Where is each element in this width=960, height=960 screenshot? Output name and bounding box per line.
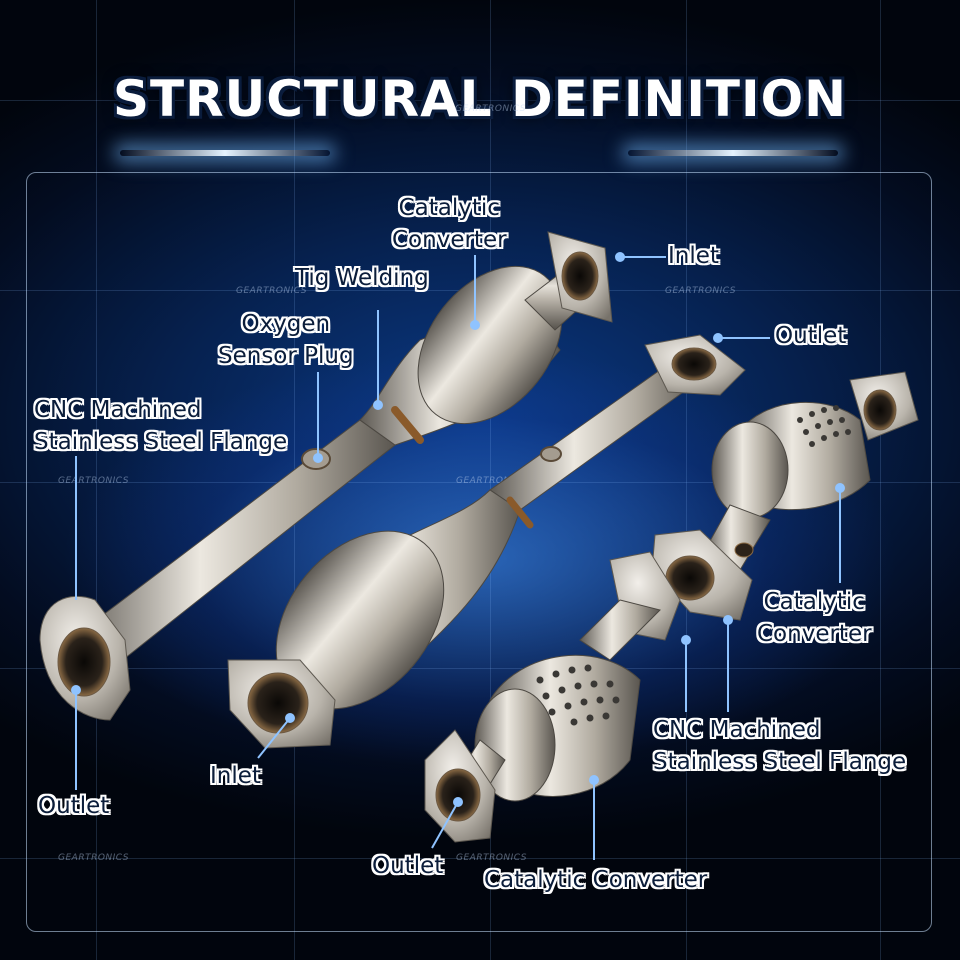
label-outlet-top: Outlet <box>775 323 847 349</box>
grid-line <box>880 0 881 960</box>
leader-lines <box>71 252 845 860</box>
grid-line <box>686 0 687 960</box>
grid-line <box>0 858 960 859</box>
watermark: GEARTRONICS <box>455 104 526 114</box>
watermark: GEARTRONICS <box>58 853 129 863</box>
label-outlet-bottom: Outlet <box>372 853 444 879</box>
glow-bar-right <box>628 150 838 156</box>
middle-converter-assembly <box>227 334 746 749</box>
page-title: STRUCTURAL DEFINITION <box>112 70 847 128</box>
left-converter-assembly <box>39 231 613 721</box>
watermark: GEARTRONICS <box>456 853 527 863</box>
label-outlet-left: Outlet <box>38 793 110 819</box>
watermark: GEARTRONICS <box>665 286 736 296</box>
grid-line <box>490 0 491 960</box>
label-inlet-top: Inlet <box>668 243 719 269</box>
watermark: GEARTRONICS <box>236 286 307 296</box>
grid-line <box>96 0 97 960</box>
right-converter-assembly <box>651 371 919 621</box>
label-catalytic-converter-bottom: Catalytic Converter <box>484 867 708 893</box>
grid-line <box>0 100 960 101</box>
grid-line <box>0 482 960 483</box>
watermark: GEARTRONICS <box>58 476 129 486</box>
label-inlet-middle: Inlet <box>210 763 261 789</box>
content-frame <box>26 172 932 932</box>
watermark: GEARTRONICS <box>456 476 527 486</box>
label-tig-welding: Tig Welding <box>295 265 429 291</box>
glow-bar-left <box>120 150 330 156</box>
grid-line <box>0 668 960 669</box>
bottom-converter-assembly <box>424 551 681 843</box>
